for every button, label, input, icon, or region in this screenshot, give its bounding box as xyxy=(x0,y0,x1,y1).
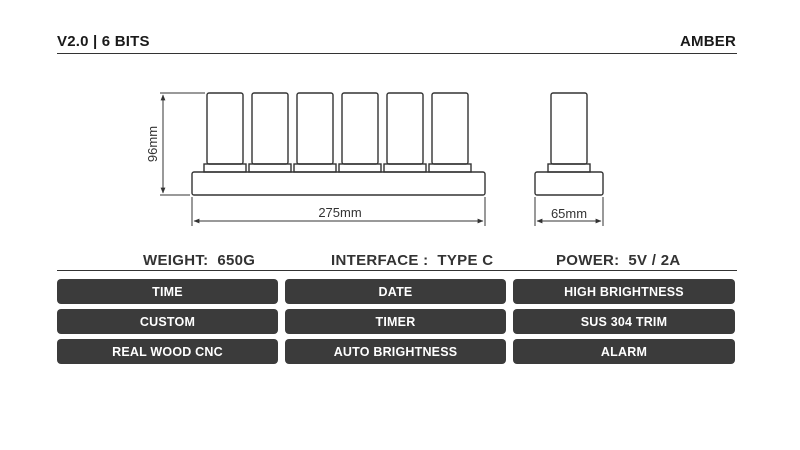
feature-badge-alarm: ALARM xyxy=(513,339,735,364)
nixie-tube-3 xyxy=(293,92,337,173)
interface-spec: INTERFACE : TYPE C xyxy=(331,252,494,269)
nixie-tube-6 xyxy=(428,92,472,173)
specs-divider xyxy=(57,270,737,271)
side-tube-socket xyxy=(547,163,591,173)
front-view xyxy=(191,92,486,196)
front-base xyxy=(191,171,486,196)
side-base xyxy=(534,171,604,196)
feature-badge-date: DATE xyxy=(285,279,506,304)
nixie-tube-1 xyxy=(203,92,247,173)
height-dimension xyxy=(160,92,205,196)
side-tube xyxy=(550,92,588,165)
header-divider xyxy=(57,53,737,54)
feature-badge-custom: CUSTOM xyxy=(57,309,278,334)
nixie-tube-5 xyxy=(383,92,427,173)
side-view xyxy=(534,92,604,196)
feature-badge-time: TIME xyxy=(57,279,278,304)
color-label: AMBER xyxy=(680,33,736,50)
power-spec: POWER: 5V / 2A xyxy=(556,252,681,269)
feature-badge-timer: TIMER xyxy=(285,309,506,334)
height-label: 96mm xyxy=(145,126,160,162)
nixie-tube-4 xyxy=(338,92,382,173)
depth-label: 65mm xyxy=(551,206,587,221)
feature-badge-high-brightness: HIGH BRIGHTNESS xyxy=(513,279,735,304)
depth-dimension xyxy=(534,197,604,226)
feature-badge-sus-304-trim: SUS 304 TRIM xyxy=(513,309,735,334)
feature-badge-auto-brightness: AUTO BRIGHTNESS xyxy=(285,339,506,364)
feature-grid: TIME DATE HIGH BRIGHTNESS CUSTOM TIMER S… xyxy=(57,279,735,364)
feature-badge-real-wood-cnc: REAL WOOD CNC xyxy=(57,339,278,364)
version-label: V2.0 | 6 BITS xyxy=(57,33,150,50)
nixie-tube-2 xyxy=(248,92,292,173)
width-dimension xyxy=(191,197,486,226)
width-label: 275mm xyxy=(318,205,361,220)
weight-spec: WEIGHT: 650G xyxy=(143,252,256,269)
